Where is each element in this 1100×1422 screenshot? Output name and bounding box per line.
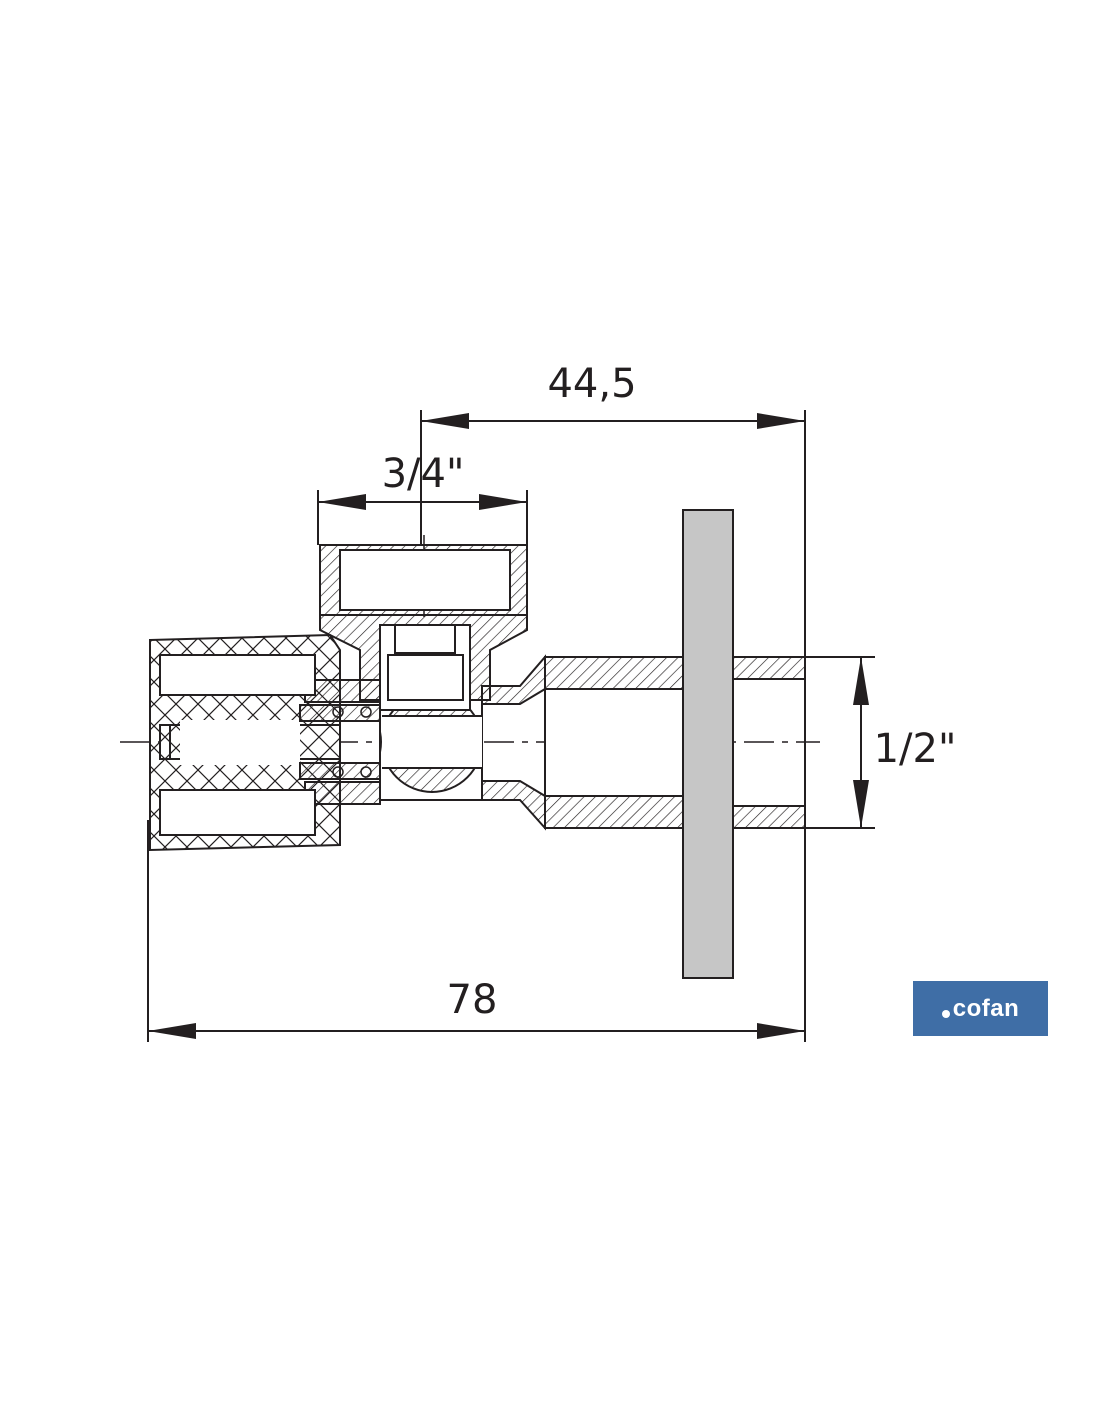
dimension-line-inlet: [318, 494, 527, 510]
dimension-line-overall: [148, 1023, 805, 1039]
stem-seal-housing: [299, 704, 381, 780]
cofan-logo: cofan: [913, 981, 1048, 1036]
dimension-top-width-label: 44,5: [547, 361, 636, 407]
valve-ball: [381, 691, 483, 793]
dimension-overall-length-label: 78: [447, 977, 498, 1023]
outlet-pipe: [544, 656, 806, 829]
dimension-line-outlet: [853, 657, 869, 828]
dimension-outlet-thread-label: 1/2": [874, 726, 957, 772]
dimension-line-top: [421, 413, 805, 429]
logo-dot-icon: [941, 1009, 950, 1018]
dimension-inlet-thread-label: 3/4": [382, 451, 465, 497]
inlet-connector: [319, 544, 528, 711]
logo-text: cofan: [952, 994, 1020, 1022]
valve-handle: [149, 633, 341, 852]
wall-flange: [682, 509, 734, 979]
